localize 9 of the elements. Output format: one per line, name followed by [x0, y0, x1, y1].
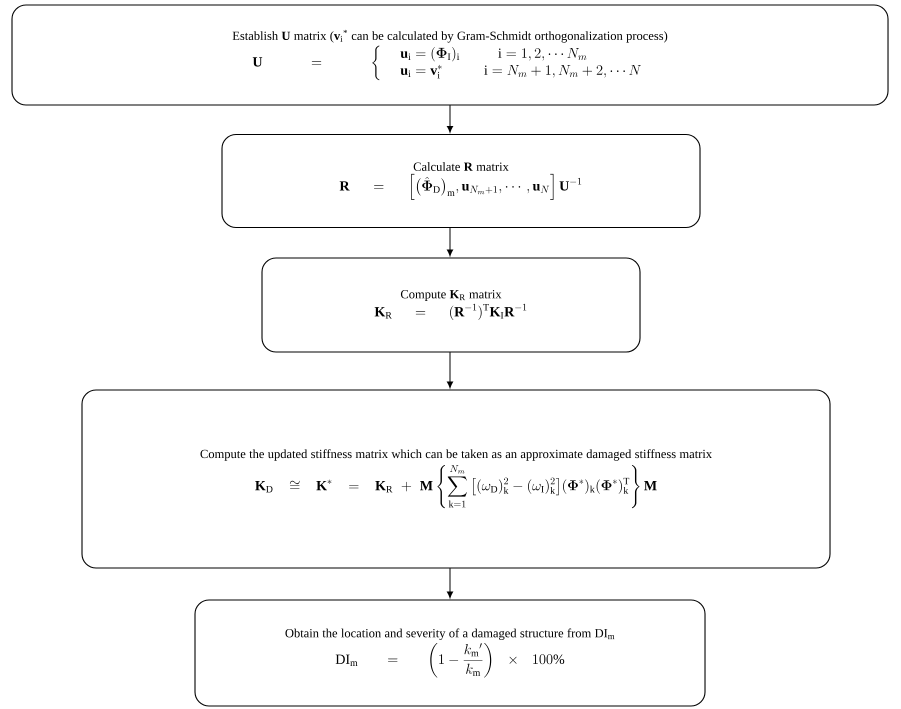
arrow — [446, 105, 454, 133]
arrow — [446, 568, 454, 598]
process-box: Calculate R matrix $\mathbf{R}=\Big[\big(\hat{\boldsymbol{\Phi}}_{\mathrm{D}}\big)_{\mathrm{m}},\mathbf{u}_{N_m+1},\cdots,\mathbf{u}_N\Big]\,\mathbf{U}^{-1}$ — [221, 134, 701, 228]
process-box: Compute the updated stiffness matrix which can be taken as an approximate damaged stiffness matrix $\mathbf{K}_{\mathrm{D}}\cong\mathbf{K}^{*}=\mathbf{K}_{\mathrm{R}}+\mathbf{M}\left\{\sum_{\mathrm{k}=1}^{N_m}\big[(\omega_{\mathrm{D}})_{\mathrm{k}}^{2}-(\omega_{\mathrm{I}})_{\mathrm{k}}^{2}\big](\boldsymbol{\Phi}^{*})_{\mathrm{k}}(\boldsymbol{\Phi}^{*})_{\mathrm{k}}^{\mathrm{T}}\right\}\mathbf{M}$ — [81, 389, 831, 569]
process-box: Compute K$_{R}$ matrix $\mathbf{K}_{\mathrm{R}}=(\mathbf{R}^{-1})^{\mathrm{T}}\mathbf{K}_{\mathrm{I}}\mathbf{R}^{-1}$ — [261, 257, 641, 353]
process-box: Obtain the location and severity of a damaged structure from DI$_{m}$ $\mathrm{DI}_{\mathrm{m}}=\left(1-\frac{k_{\mathrm{m}}{}'}{k_{\mathrm{m}}}\right)\times 100\%$ — [194, 599, 706, 707]
arrow — [446, 352, 454, 388]
arrow — [446, 228, 454, 256]
process-box: Establish U matrix (v$_{i}$$^{*}$ can be calculated by Gram-Schmidt orthogonalization process) $\mathbf{U}=\left\{\begin{array}{ll}\quad\mathbf{u}_{\mathrm{i}}=(\boldsymbol{\Phi}_{\mathrm{I}})_{\mathrm{i}} & \qquad\mathrm{i}=1,2,\cdots N_m\\ \quad\mathbf{u}_{\mathrm{i}}=\mathbf{v}_{\mathrm{i}}^{*} & \quad\mathrm{i}=N_m+1,N_m+2,\cdots N\end{array}\right.$ — [11, 4, 889, 106]
